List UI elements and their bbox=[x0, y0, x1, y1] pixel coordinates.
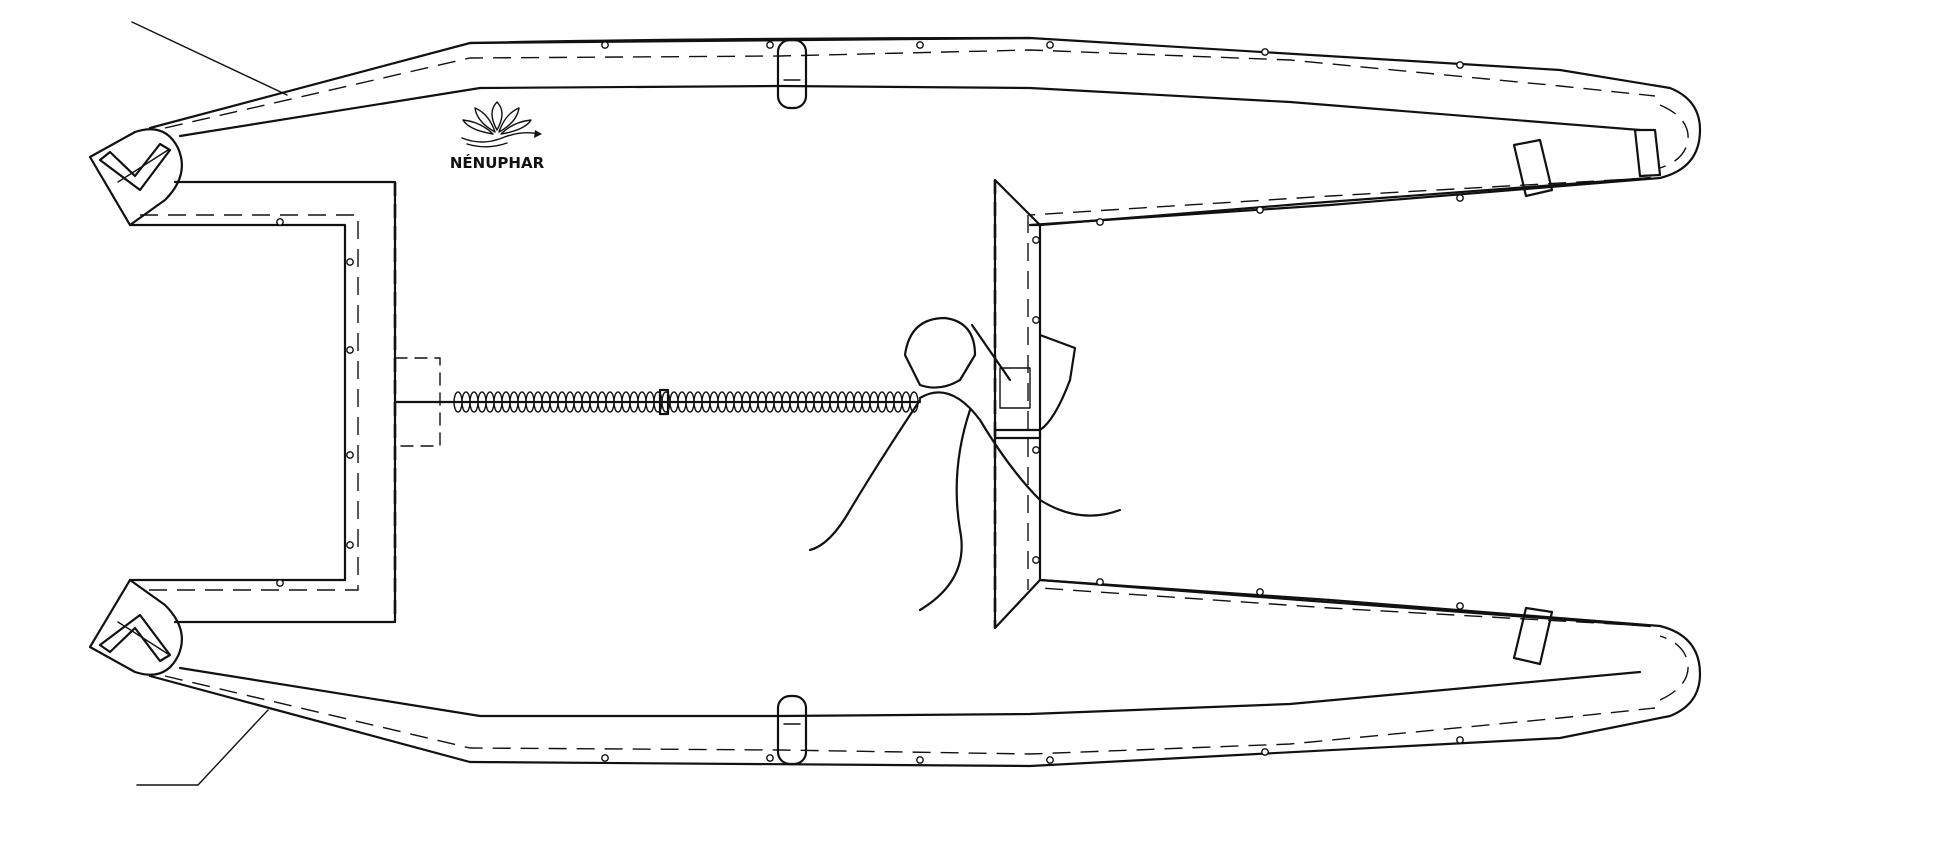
rivets bbox=[276, 41, 1464, 764]
rivet bbox=[766, 41, 774, 49]
top-hull bbox=[148, 36, 1702, 227]
rivet bbox=[276, 218, 284, 226]
rivet bbox=[1456, 194, 1464, 202]
rivet bbox=[1456, 602, 1464, 610]
rivet bbox=[1032, 446, 1040, 454]
rivet bbox=[916, 756, 924, 764]
bottom-hull bbox=[148, 578, 1702, 768]
rivet bbox=[1256, 588, 1264, 596]
handle-bottom-right-1 bbox=[1512, 606, 1554, 666]
rivet bbox=[601, 41, 609, 49]
rivet bbox=[1256, 206, 1264, 214]
rivet bbox=[1456, 736, 1464, 744]
callout-leader-lines bbox=[131, 21, 288, 786]
motor-assembly bbox=[808, 316, 1122, 612]
rivet bbox=[1261, 748, 1269, 756]
rivet bbox=[346, 451, 354, 459]
rivet bbox=[1032, 236, 1040, 244]
rivet bbox=[1261, 48, 1269, 56]
rivet bbox=[1456, 61, 1464, 69]
rivet bbox=[346, 346, 354, 354]
lotus-logo-icon bbox=[461, 101, 542, 148]
handle-top-right-2 bbox=[1633, 128, 1662, 178]
rear-deck bbox=[128, 180, 457, 624]
spring-rope bbox=[453, 388, 922, 416]
front-deck bbox=[993, 178, 1042, 630]
handle-top-center bbox=[776, 38, 808, 110]
rivet bbox=[346, 258, 354, 266]
rivet bbox=[1046, 41, 1054, 49]
bow-cap-bottom bbox=[88, 578, 183, 676]
logo-brand-text: NÉNUPHAR bbox=[450, 153, 545, 172]
rivet bbox=[916, 41, 924, 49]
rivet bbox=[1032, 556, 1040, 564]
rivet bbox=[1046, 756, 1054, 764]
rivet bbox=[276, 579, 284, 587]
nenuphar-logo: NÉNUPHAR bbox=[450, 101, 545, 172]
handle-top-right-1 bbox=[1512, 138, 1554, 198]
rivet bbox=[1096, 578, 1104, 586]
rivet bbox=[1096, 218, 1104, 226]
rivet bbox=[346, 541, 354, 549]
rivet bbox=[601, 754, 609, 762]
handle-bottom-center bbox=[776, 694, 808, 766]
rivet bbox=[1032, 316, 1040, 324]
rivet bbox=[766, 754, 774, 762]
bow-cap-top bbox=[88, 128, 183, 227]
